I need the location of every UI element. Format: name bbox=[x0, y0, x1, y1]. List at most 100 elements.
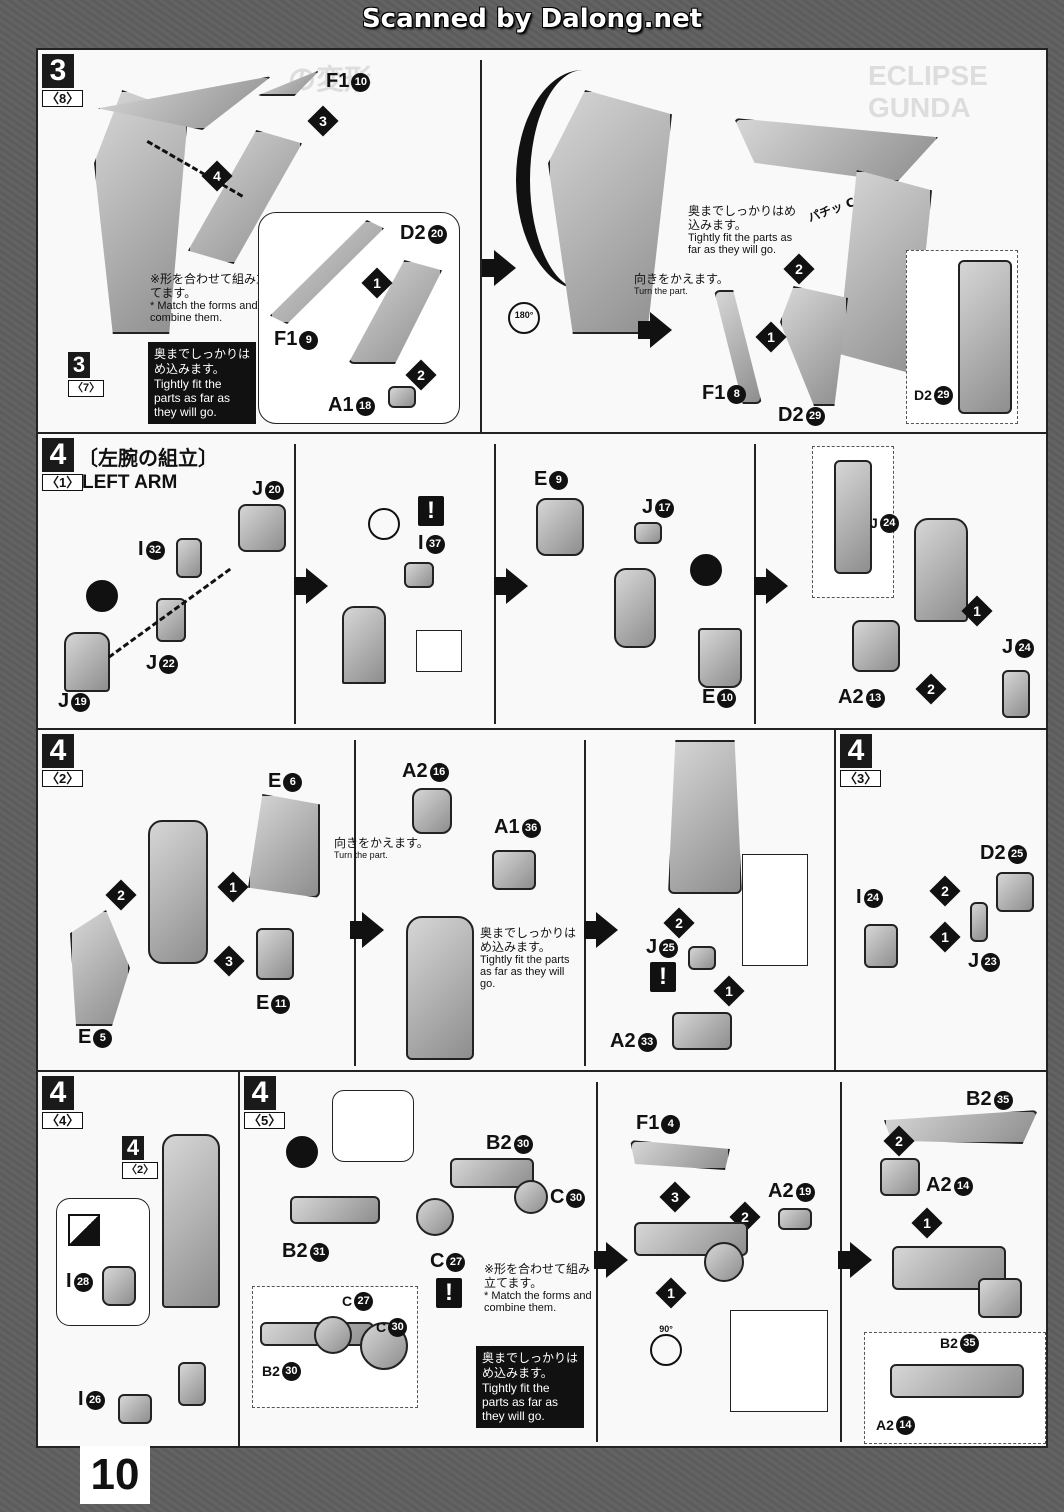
e11-part bbox=[256, 928, 294, 980]
d2-29-part bbox=[780, 286, 848, 406]
c30-part bbox=[514, 1180, 548, 1214]
e6-part bbox=[248, 794, 320, 898]
b2-31-part bbox=[290, 1196, 380, 1224]
next-arrow bbox=[294, 568, 328, 604]
order-marker: 1 bbox=[361, 267, 393, 299]
step-number: 4 bbox=[42, 1076, 74, 1110]
divider bbox=[584, 740, 586, 1066]
next-arrow bbox=[494, 568, 528, 604]
inset-part bbox=[834, 460, 872, 574]
arm-part bbox=[148, 820, 208, 964]
a2-13-part bbox=[852, 620, 900, 672]
step-number: 4 bbox=[244, 1076, 276, 1110]
ref-step-number: 4 bbox=[122, 1136, 144, 1160]
ref-substep: 〈7〉 bbox=[68, 380, 105, 397]
a2-33-part bbox=[672, 1012, 732, 1050]
note-fit: 奥までしっかりはめ込みます。Tightly fit the parts as f… bbox=[480, 926, 577, 990]
rotate-icon bbox=[650, 1334, 682, 1366]
no-glue-icon bbox=[368, 508, 400, 540]
next-arrow bbox=[482, 250, 516, 286]
note-match: ※形を合わせて組み立てます。* Match the forms and comb… bbox=[484, 1262, 592, 1314]
order-marker: 2 bbox=[105, 879, 137, 911]
rotate-label: 180° bbox=[514, 310, 534, 320]
i24-part bbox=[864, 924, 898, 968]
substep-label: 〈2〉 bbox=[42, 770, 84, 787]
next-arrow bbox=[638, 312, 672, 348]
e9-part bbox=[536, 498, 584, 556]
substep-label: 〈4〉 bbox=[42, 1112, 84, 1129]
detail-inset bbox=[416, 630, 462, 672]
next-arrow bbox=[838, 1242, 872, 1278]
a1-36-part bbox=[492, 850, 536, 890]
rotate-icon bbox=[508, 302, 540, 334]
next-arrow bbox=[594, 1242, 628, 1278]
next-arrow bbox=[754, 568, 788, 604]
body-part-rotated bbox=[548, 90, 672, 334]
note-match: ※形を合わせて組み立てます。* Match the forms and comb… bbox=[150, 272, 269, 324]
joint-part bbox=[178, 1362, 206, 1406]
step-number: 4 bbox=[42, 734, 74, 768]
notebox-fit: 奥までしっかりはめ込みます。Tightly fit the parts as f… bbox=[476, 1346, 584, 1428]
step-number: 4 bbox=[42, 438, 74, 472]
order-marker: 2 bbox=[915, 673, 947, 705]
f1-4-part bbox=[630, 1140, 730, 1170]
ref-substep: 〈2〉 bbox=[122, 1162, 159, 1179]
note-turn: 向きをかえます。Turn the part. bbox=[634, 272, 729, 296]
e10-part bbox=[698, 628, 742, 688]
divider bbox=[480, 60, 482, 432]
notebox-fit: 奥までしっかりはめ込みます。Tightly fit the parts as f… bbox=[148, 342, 256, 424]
caution-icon: ! bbox=[418, 496, 444, 526]
substep-label: 〈8〉 bbox=[42, 90, 84, 107]
inset-part bbox=[890, 1364, 1024, 1398]
i37-part bbox=[404, 562, 434, 588]
j23-part bbox=[970, 902, 988, 942]
order-marker: 1 bbox=[217, 871, 249, 903]
order-marker: 3 bbox=[659, 1181, 691, 1213]
d2-25-part bbox=[996, 872, 1034, 912]
i26-part bbox=[118, 1394, 152, 1424]
order-marker: 3 bbox=[307, 105, 339, 137]
j20-part bbox=[238, 504, 286, 552]
detail-inset bbox=[742, 854, 808, 966]
arm-part bbox=[162, 1134, 220, 1308]
caution-icon: ! bbox=[650, 962, 676, 992]
step-number: 4 bbox=[840, 734, 872, 768]
j19-part bbox=[64, 632, 110, 692]
page-number: 10 bbox=[80, 1446, 150, 1504]
color-dot-icon bbox=[86, 580, 118, 612]
inset-ring bbox=[314, 1316, 352, 1354]
order-marker: 1 bbox=[655, 1277, 687, 1309]
arm-part bbox=[614, 568, 656, 648]
e5-part bbox=[70, 910, 130, 1026]
